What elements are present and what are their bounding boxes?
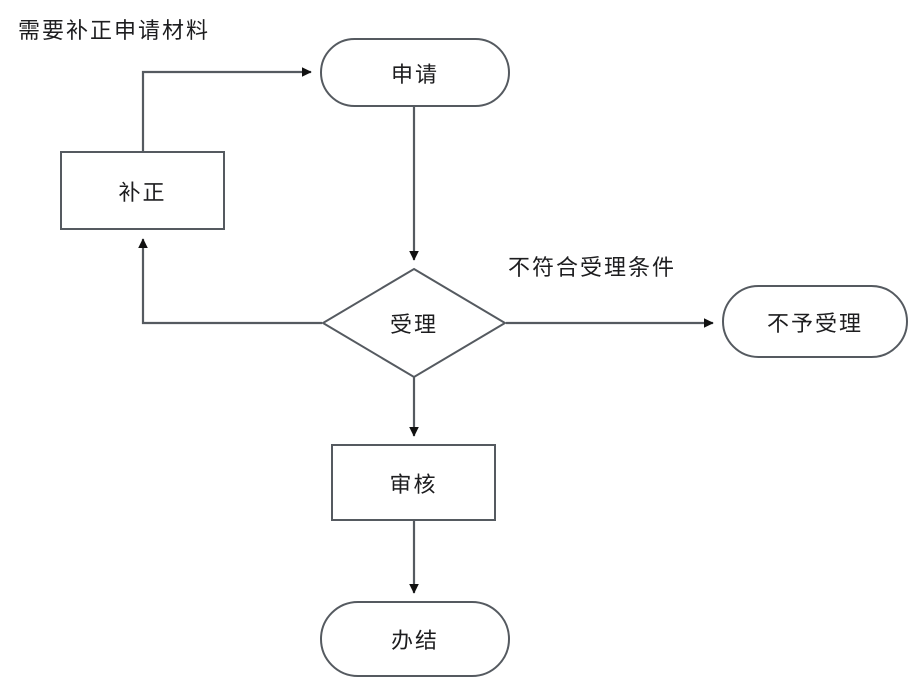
node-label-done: 办结 (390, 628, 439, 653)
node-shape-apply[interactable] (320, 38, 510, 107)
edge-label-not-meet-conditions: 不符合受理条件 (508, 255, 677, 280)
node-label-accept: 受理 (389, 312, 438, 337)
node-label-reject: 不予受理 (766, 310, 863, 336)
edge-accept-to-supplement (138, 238, 322, 325)
edge-label-need-supplement: 需要补正申请材料 (18, 18, 211, 43)
node-shape-supplement[interactable] (60, 151, 225, 230)
node-label-review: 审核 (389, 471, 438, 497)
node-shape-done[interactable] (320, 601, 510, 677)
node-label-supplement: 补正 (118, 179, 167, 205)
node-shape-reject[interactable] (722, 285, 908, 358)
node-label-apply: 申请 (390, 61, 439, 87)
edge-supplement-to-apply (141, 67, 312, 151)
node-shape-review[interactable] (331, 444, 496, 521)
